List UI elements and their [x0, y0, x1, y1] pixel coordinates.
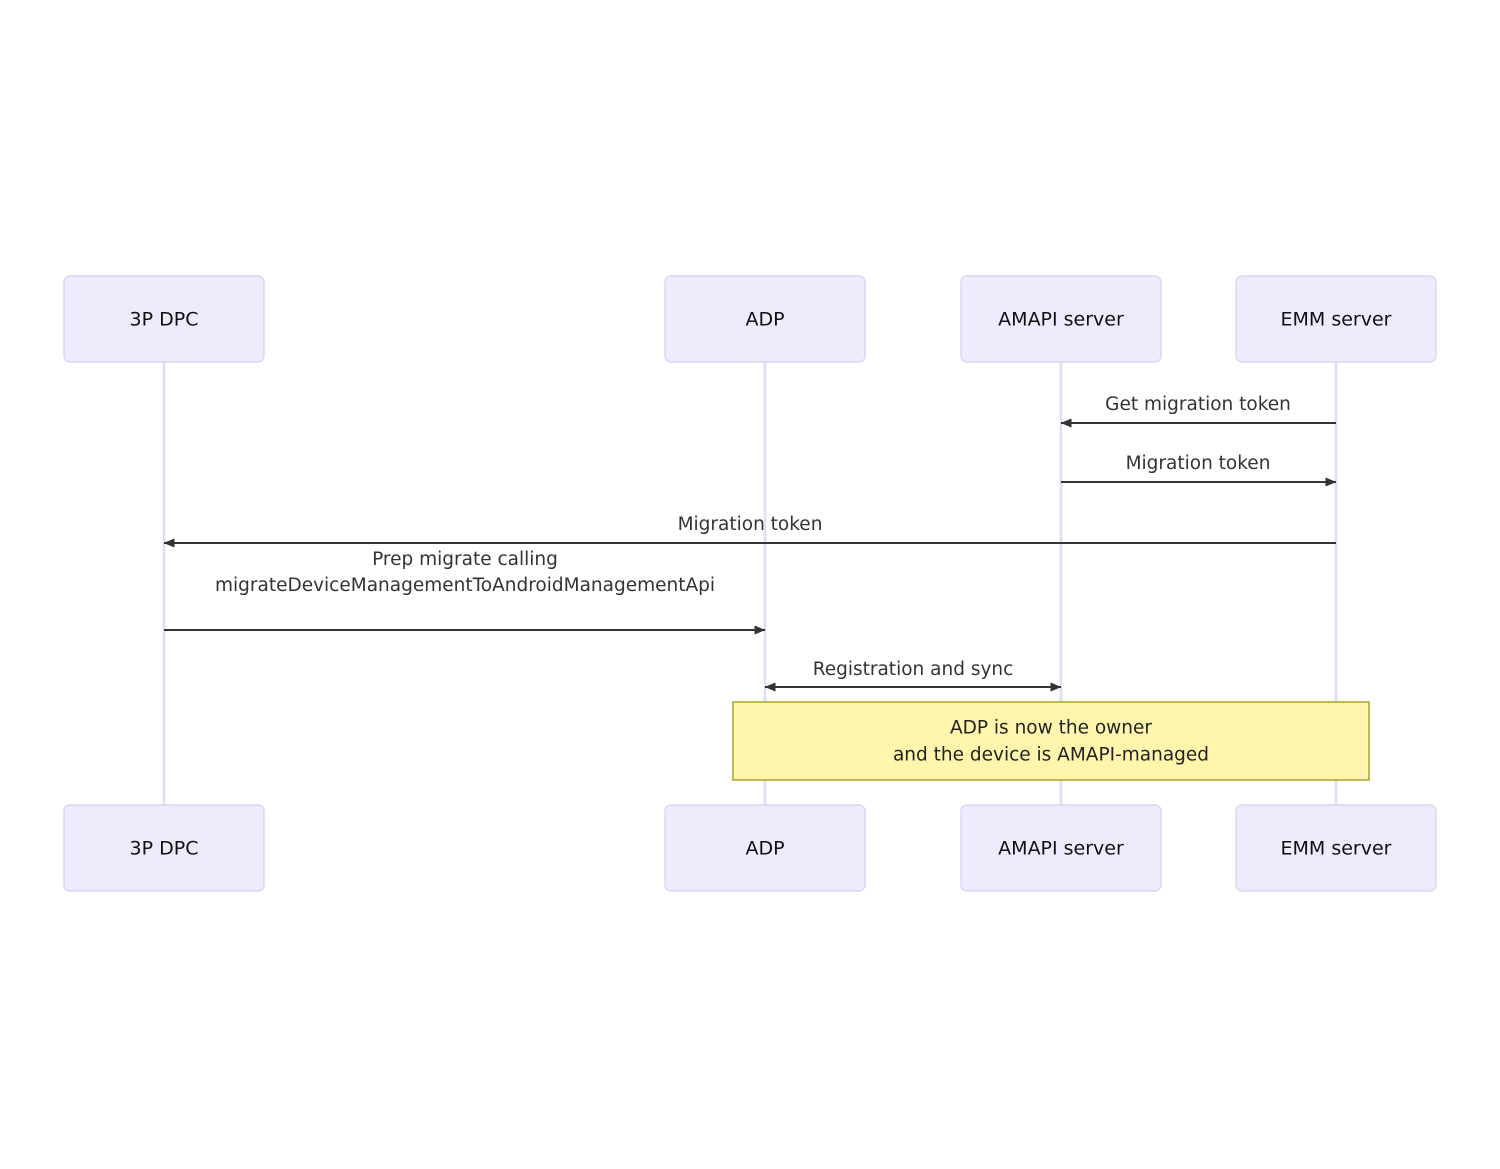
message-label: Prep migrate calling: [372, 549, 558, 570]
participant-label: ADP: [745, 838, 784, 860]
participant-label: 3P DPC: [130, 838, 199, 860]
participant-label: AMAPI server: [998, 838, 1124, 860]
participant-box[interactable]: [960, 804, 1162, 892]
message-m4[interactable]: Prep migrate calling migrateDeviceManagem…: [164, 549, 766, 635]
participant-adp-bottom[interactable]: ADP: [664, 804, 866, 892]
note-text-line: and the device is AMAPI-managed: [893, 745, 1209, 766]
participant-label: 3P DPC: [130, 309, 199, 331]
participant-box[interactable]: [1235, 275, 1437, 363]
participant-box[interactable]: [664, 275, 866, 363]
participant-box[interactable]: [960, 275, 1162, 363]
participant-dpc-bottom[interactable]: 3P DPC: [63, 804, 265, 892]
participants-bottom: 3P DPC ADP AMAPI server EMM server: [63, 804, 1437, 892]
note-note1[interactable]: ADP is now the owner and the device is AM…: [732, 701, 1370, 781]
note-text-line: ADP is now the owner: [950, 718, 1152, 739]
participant-label: EMM server: [1281, 309, 1392, 331]
message-label: Migration token: [1126, 453, 1271, 474]
participant-emm-top[interactable]: EMM server: [1235, 275, 1437, 363]
participant-box[interactable]: [63, 804, 265, 892]
participant-adp-top[interactable]: ADP: [664, 275, 866, 363]
message-label: Migration token: [678, 514, 823, 535]
participant-amapi-top[interactable]: AMAPI server: [960, 275, 1162, 363]
message-m1[interactable]: Get migration token: [1060, 394, 1336, 428]
message-m2[interactable]: Migration token: [1061, 453, 1337, 487]
participant-box[interactable]: [63, 275, 265, 363]
message-m5[interactable]: Registration and sync: [764, 659, 1062, 692]
message-m3[interactable]: Migration token: [163, 514, 1336, 548]
message-label: migrateDeviceManagementToAndroidManageme…: [215, 575, 715, 596]
participant-box[interactable]: [1235, 804, 1437, 892]
message-label: Registration and sync: [813, 659, 1014, 680]
participant-emm-bottom[interactable]: EMM server: [1235, 804, 1437, 892]
note-box[interactable]: [732, 701, 1370, 781]
message-label: Get migration token: [1105, 394, 1291, 415]
participant-label: EMM server: [1281, 838, 1392, 860]
notes: ADP is now the owner and the device is AM…: [732, 701, 1370, 781]
participant-label: AMAPI server: [998, 309, 1124, 331]
participant-dpc-top[interactable]: 3P DPC: [63, 275, 265, 363]
participants-top: 3P DPC ADP AMAPI server EMM server: [63, 275, 1437, 363]
participant-box[interactable]: [664, 804, 866, 892]
participant-amapi-bottom[interactable]: AMAPI server: [960, 804, 1162, 892]
participant-label: ADP: [745, 309, 784, 331]
